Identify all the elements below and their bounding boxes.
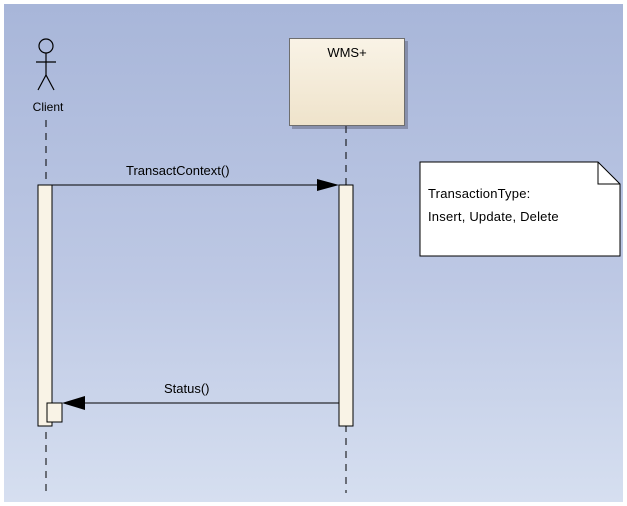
note-line-1: TransactionType:: [428, 186, 531, 201]
stick-figure-actor-icon[interactable]: [36, 38, 56, 91]
transact-context-arrowhead-icon: [317, 179, 339, 191]
actor-head: [38, 38, 54, 54]
actor-label: Client: [32, 100, 64, 114]
status-arrowhead-icon: [62, 396, 85, 410]
wms-activation-bar[interactable]: [338, 184, 354, 427]
note-line-2: Insert, Update, Delete: [428, 209, 559, 224]
transact-context-message-label: TransactContext(): [126, 163, 230, 178]
actor-right-leg: [45, 74, 55, 91]
note-fold-corner-icon: [597, 162, 620, 185]
wms-lifeline-label: WMS+: [327, 45, 367, 60]
actor-left-leg: [37, 74, 47, 91]
note-shape[interactable]: [419, 161, 621, 257]
status-message-label: Status(): [164, 381, 210, 396]
client-nested-activation[interactable]: [46, 402, 63, 423]
wms-lifeline-header[interactable]: WMS+: [289, 38, 405, 126]
client-activation-bar[interactable]: [37, 184, 53, 427]
